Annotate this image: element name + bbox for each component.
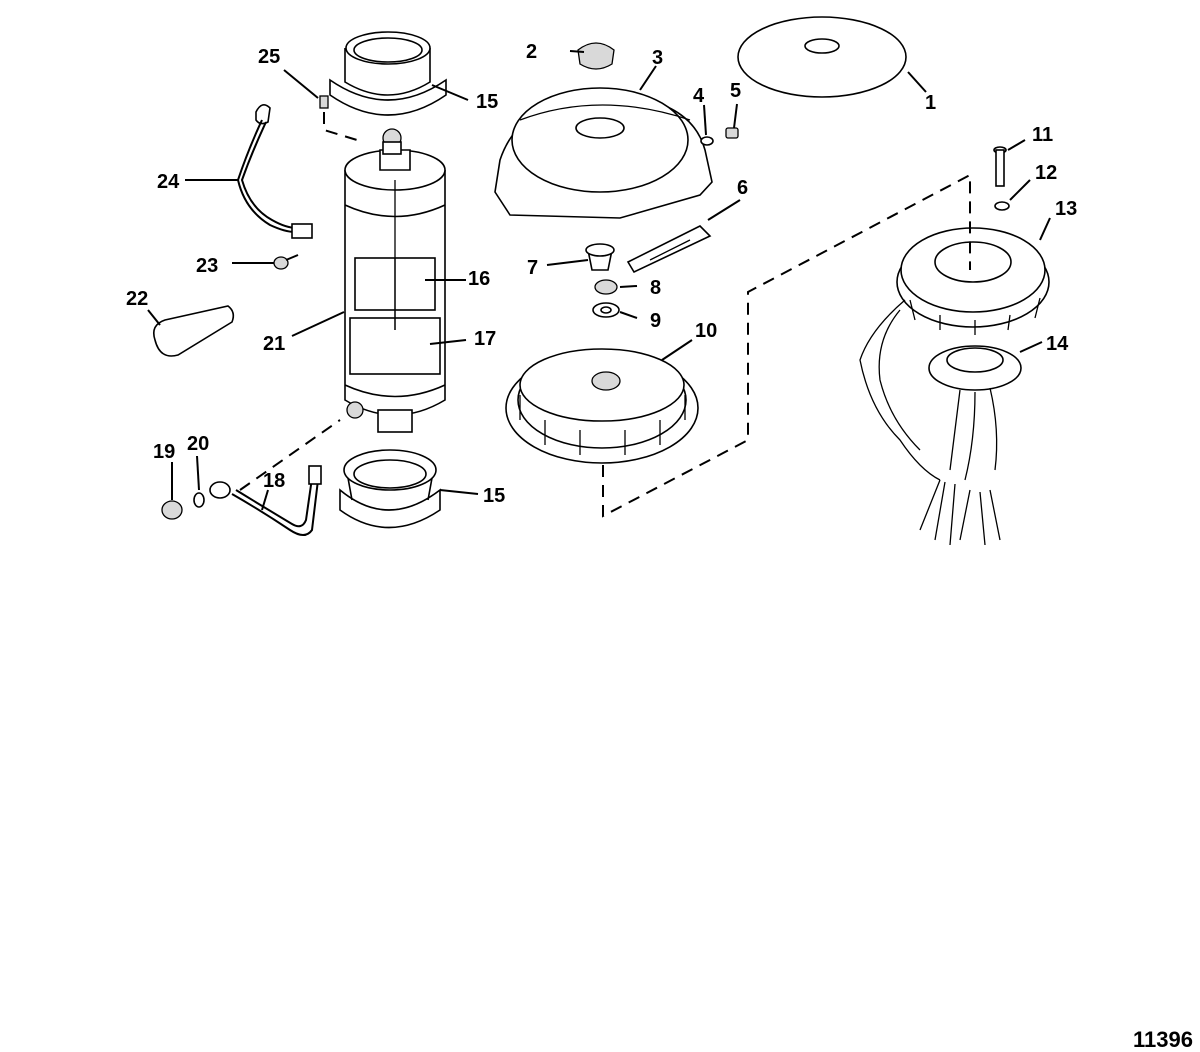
- part-11-screw: [993, 146, 1007, 187]
- callout-15-top: 15: [476, 91, 498, 113]
- part-10-flywheel: [505, 348, 699, 464]
- callout-20: 20: [187, 433, 209, 455]
- callout-9: 9: [650, 310, 661, 332]
- callout-13: 13: [1055, 198, 1077, 220]
- callout-17: 17: [474, 328, 496, 350]
- callout-11: 11: [1032, 124, 1053, 146]
- assembly-line-flywheel-stator: [602, 173, 971, 518]
- callout-19: 19: [153, 441, 175, 463]
- callout-14: 14: [1046, 333, 1069, 355]
- part-4-washer: [700, 136, 714, 146]
- callout-15-bottom: 15: [483, 485, 505, 507]
- part-25-clip: [319, 95, 329, 109]
- callout-1: 1: [925, 92, 936, 114]
- part-23-screw: [273, 254, 299, 270]
- assembly-line-strap: [239, 419, 341, 491]
- part-2-cap: [577, 42, 615, 70]
- callout-5: 5: [730, 80, 741, 102]
- callout-16: 16: [468, 268, 490, 290]
- callout-6: 6: [737, 177, 748, 199]
- callout-3: 3: [652, 47, 663, 69]
- part-22-boot: [152, 305, 235, 357]
- callout-12: 12: [1035, 162, 1057, 184]
- part-20-washer: [193, 492, 205, 508]
- part-15-boot-top: [329, 31, 447, 116]
- part-18-ground-strap: [209, 465, 322, 536]
- leader-lines: [147, 50, 1051, 511]
- assembly-line-clip: [323, 112, 358, 141]
- callout-22: 22: [126, 288, 148, 310]
- callout-18: 18: [263, 470, 285, 492]
- diagram-reference-number: 11396: [1133, 1027, 1193, 1052]
- part-6-strap: [626, 225, 712, 274]
- part-15-boot-bottom: [339, 449, 441, 529]
- part-12-washer: [994, 201, 1010, 211]
- part-13-stator: [859, 227, 1050, 481]
- part-7-bushing: [585, 243, 615, 271]
- callout-24: 24: [157, 171, 180, 193]
- callout-4: 4: [693, 85, 705, 107]
- callout-23: 23: [196, 255, 218, 277]
- callout-10: 10: [695, 320, 717, 342]
- callout-2: 2: [526, 41, 537, 63]
- part-1-disc: [737, 16, 907, 98]
- callout-25: 25: [258, 46, 280, 68]
- callout-7: 7: [527, 257, 538, 279]
- callout-21: 21: [263, 333, 285, 355]
- part-24-cable: [236, 104, 313, 239]
- part-14-trigger: [919, 345, 1022, 546]
- part-8-nut: [594, 279, 618, 295]
- part-19-nut: [161, 500, 183, 520]
- part-9-washer: [592, 302, 620, 318]
- part-5-screw: [725, 127, 739, 139]
- callout-8: 8: [650, 277, 661, 299]
- part-3-flywheel-cover: [494, 87, 713, 219]
